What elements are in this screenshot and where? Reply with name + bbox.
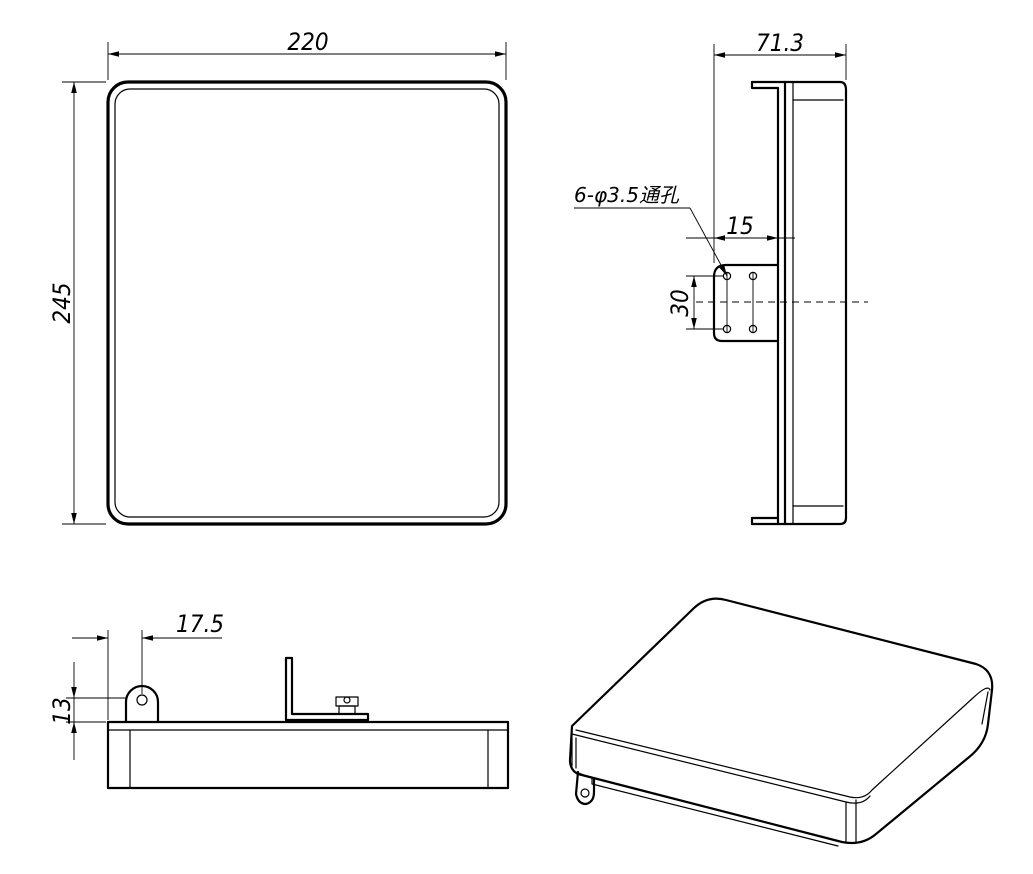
front-panel-inner xyxy=(114,88,500,518)
front-panel-outer xyxy=(106,80,508,526)
bottom-view: 17.5 13 xyxy=(48,610,510,790)
holes-leader xyxy=(689,207,728,277)
holes-annotation: 6-φ3.5通孔 xyxy=(574,183,680,207)
bottom-bracket-offset-label: 17.5 xyxy=(176,610,224,638)
side-body-outline xyxy=(783,80,848,526)
top-flange xyxy=(750,80,780,526)
hole-spacing-label: 30 xyxy=(666,289,694,316)
bottom-body xyxy=(106,720,510,790)
l-bracket xyxy=(284,656,370,722)
side-depth-label: 71.3 xyxy=(756,29,804,57)
front-view: 220 245 xyxy=(48,28,508,526)
bottom-bracket-height-label: 13 xyxy=(48,697,76,724)
iso-bottom-flange xyxy=(575,771,839,847)
side-view: 71.3 15 30 6-φ3.5通孔 xyxy=(574,29,868,526)
iso-top-face xyxy=(568,597,994,845)
iso-tab xyxy=(574,770,596,806)
cable-gland xyxy=(335,696,359,715)
front-height-label: 245 xyxy=(48,282,76,323)
bottom-flange xyxy=(750,516,780,526)
isometric-view xyxy=(568,597,994,847)
front-width-label: 220 xyxy=(287,28,328,56)
bracket-offset-label: 15 xyxy=(726,212,753,240)
